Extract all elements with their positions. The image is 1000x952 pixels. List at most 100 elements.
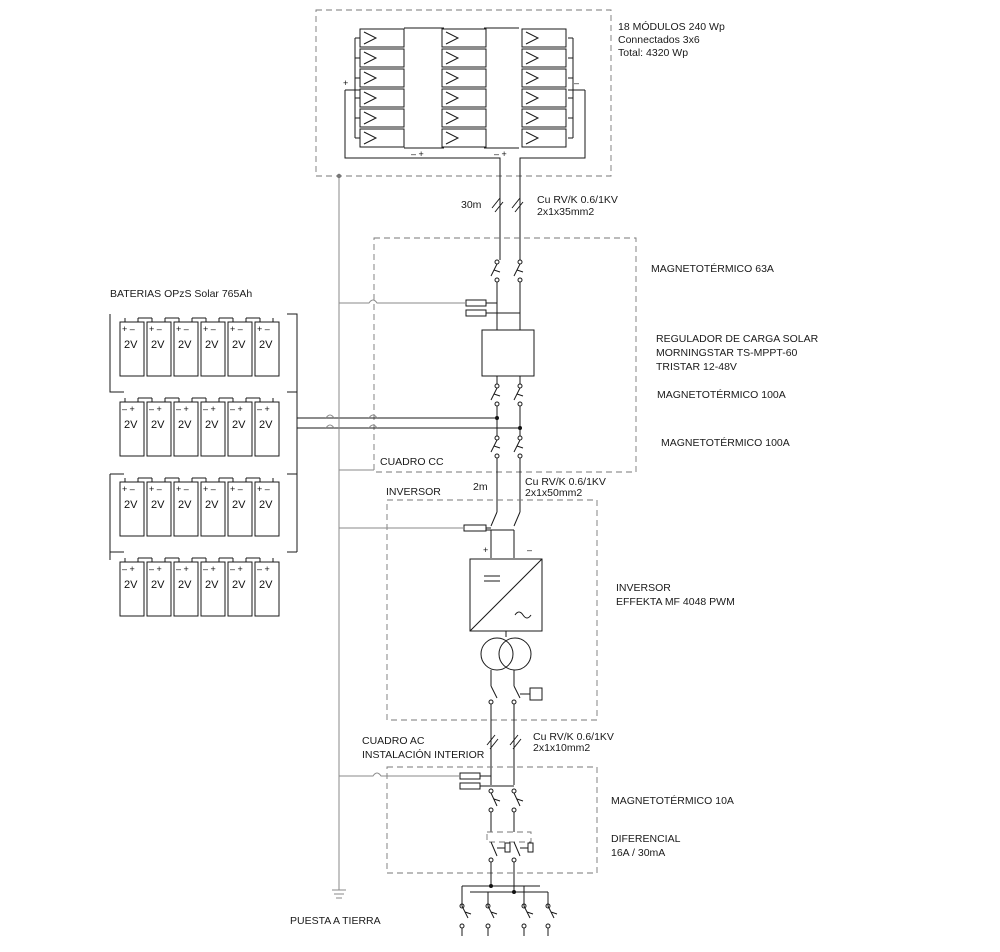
pv-mid-polarity-1: – + (411, 149, 424, 159)
cuadro-cc: MAGNETOTÉRMICO 63A REGULADOR DE CARGA SO… (297, 237, 819, 473)
pv-label-total: Total: 4320 Wp (618, 47, 688, 59)
pv-mid-polarity-2: – + (494, 149, 507, 159)
pv-module-symbol (445, 31, 460, 45)
battery-cell-polarity: – + (176, 404, 189, 414)
inverter-output-switch (490, 670, 530, 699)
breaker-100b-contact (517, 453, 523, 459)
contact (521, 903, 527, 909)
battery-cell: – +2V (119, 558, 145, 617)
battery-terminal (259, 398, 274, 402)
battery-cell: – +2V (254, 558, 280, 617)
pv-module (521, 128, 567, 148)
output-breaker-switch (487, 892, 498, 919)
cuadro-ac-label-2: INSTALACIÓN INTERIOR (362, 748, 485, 761)
battery-cells: + –2V+ –2V+ –2V+ –2V+ –2V+ –2V– +2V– +2V… (119, 317, 280, 617)
battery-cell-polarity: – + (230, 404, 243, 414)
differential-rating: 16A / 30mA (611, 847, 665, 859)
inverter-frame (386, 499, 598, 721)
pv-module-symbol (363, 31, 378, 45)
battery-cell-polarity: + – (230, 484, 243, 494)
battery-cell-body (200, 561, 226, 617)
battery-cell-body (119, 481, 145, 537)
ac-bus (490, 812, 515, 832)
battery-terminal (124, 478, 139, 482)
pv-module (521, 28, 567, 48)
battery-terminal (124, 318, 139, 322)
battery-cell: – + 2V (173, 398, 199, 457)
battery-cell-polarity: + – (257, 324, 270, 334)
breaker-10a-contact (511, 788, 517, 794)
pv-module (441, 128, 487, 148)
pv-module (359, 28, 405, 48)
battery-terminal (232, 558, 247, 562)
inverter-surge-protector (463, 524, 487, 532)
transformer-coil (498, 637, 532, 671)
pv-interconnect (404, 27, 519, 149)
battery-terminal (232, 478, 247, 482)
battery-feed (297, 417, 520, 429)
battery-terminal (151, 558, 166, 562)
battery-cell-body (173, 561, 199, 617)
inverter-box-label: INVERSOR (386, 486, 441, 498)
battery-terminal (151, 398, 166, 402)
pv-module (521, 88, 567, 108)
cable-3-ticks (486, 734, 522, 750)
output-circuits (459, 862, 558, 936)
pv-module-symbol (525, 31, 540, 45)
battery-cell-polarity: – + (203, 404, 216, 414)
cable-3-conductors (490, 704, 515, 785)
battery-cell: + –2V (119, 478, 145, 537)
battery-terminal (259, 318, 274, 322)
battery-terminal (205, 558, 220, 562)
contact (545, 923, 551, 929)
breaker-10a-contact (488, 788, 494, 794)
battery-terminal (205, 318, 220, 322)
pv-minus-sign: – (574, 78, 579, 88)
battery-cell-voltage: 2V (232, 419, 246, 431)
battery-cell-body (173, 401, 199, 457)
breaker-63-contact (517, 277, 523, 283)
pv-module-symbol (445, 91, 460, 105)
breaker-10a-contact (488, 807, 494, 813)
battery-cell-voltage: 2V (205, 499, 219, 511)
cable-2-spec: Cu RV/K 0.6/1KV (525, 476, 606, 488)
pv-module-symbol (445, 131, 460, 145)
output-breaker-switch (461, 886, 472, 919)
cable-3-spec: Cu RV/K 0.6/1KV (533, 731, 614, 743)
contact (511, 857, 517, 863)
battery-cell-polarity: + – (122, 324, 135, 334)
contact (459, 903, 465, 909)
ground-crossings (325, 414, 378, 429)
contact (488, 857, 494, 863)
output-breaker (521, 886, 534, 936)
pv-module (521, 68, 567, 88)
pv-module-symbol (363, 51, 378, 65)
battery-cell-body (119, 401, 145, 457)
battery-cell-body (227, 561, 253, 617)
battery-cell: + –2V (254, 478, 280, 537)
battery-cell: – +2V (200, 398, 226, 457)
inverter-section: INVERSOR + – INVERSOR EFFEKTA MF 4048 PW… (386, 486, 735, 721)
breaker-63-label: MAGNETOTÉRMICO 63A (651, 262, 774, 275)
breaker-100a-contact (517, 383, 523, 389)
battery-cell-voltage: 2V (151, 419, 165, 431)
cable-1-section: 2x1x35mm2 (537, 206, 594, 218)
ac-surge-protector (459, 782, 481, 790)
battery-cell-polarity: + – (203, 324, 216, 334)
battery-cell-voltage: 2V (259, 419, 273, 431)
pv-module (359, 48, 405, 68)
battery-cell-body (254, 401, 280, 457)
battery-cell-voltage: 2V (259, 499, 273, 511)
output-bus (462, 862, 548, 893)
differential-link (486, 831, 532, 843)
battery-cell-voltage: 2V (124, 579, 138, 591)
battery-cell-voltage: 2V (178, 419, 192, 431)
output-breaker-switch (523, 886, 534, 919)
breaker-100b-switch (490, 439, 524, 453)
battery-cell-voltage: 2V (178, 339, 192, 351)
cuadro-cc-label: CUADRO CC (380, 456, 444, 468)
battery-cell-polarity: + – (149, 324, 162, 334)
battery-cell-polarity: + – (203, 484, 216, 494)
cuadro-ac-label-1: CUADRO AC (362, 735, 425, 747)
battery-cell-polarity: + – (149, 484, 162, 494)
